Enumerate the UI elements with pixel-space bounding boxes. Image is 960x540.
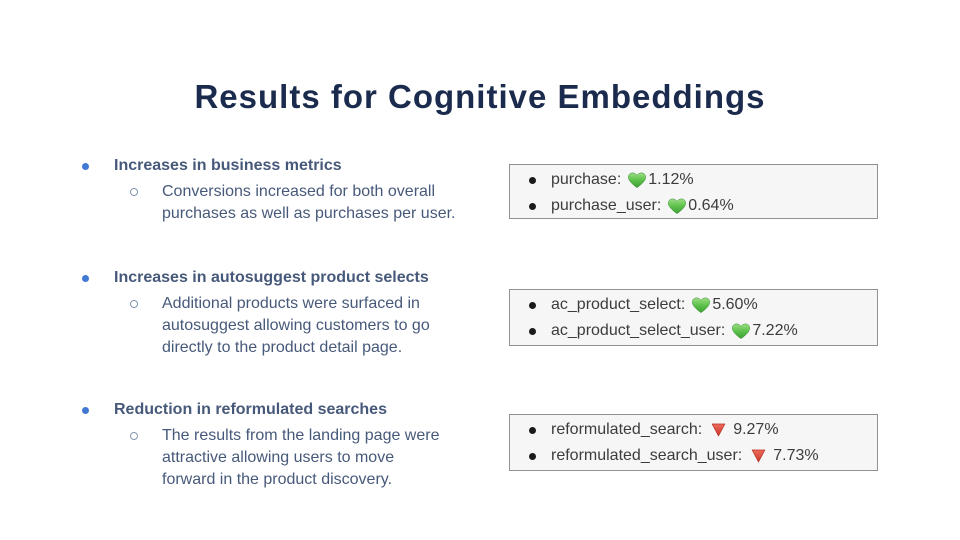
metric-label: ac_product_select: xyxy=(551,296,686,313)
green-heart-icon xyxy=(628,172,647,188)
metric-label: purchase_user: xyxy=(551,197,662,214)
list-bullet-icon xyxy=(529,176,536,184)
sub-bullet-row: The results from the landing page were a… xyxy=(80,425,512,491)
sub-bullet-text: Conversions increased for both overall p… xyxy=(162,183,456,222)
list-bullet-icon xyxy=(529,426,536,434)
sub-bullet-circle-icon xyxy=(130,300,138,308)
list-bullet-icon xyxy=(529,327,536,335)
metric-value: 7.73% xyxy=(773,447,819,464)
bullet-heading-row: Increases in autosuggest product selects xyxy=(80,267,512,289)
metric-box-reformulated-search: reformulated_search: 9.27% reformulated_… xyxy=(509,414,878,471)
metric-label: reformulated_search_user: xyxy=(551,447,743,464)
red-triangle-down-icon xyxy=(751,449,766,463)
metric-value: 9.27% xyxy=(733,421,779,438)
metric-box-ac-product-select: ac_product_select: 5.60% ac_product_sele… xyxy=(509,289,878,346)
metric-row: ac_product_select: 5.60% xyxy=(510,292,877,318)
green-heart-icon xyxy=(692,297,711,313)
bullet-heading-row: Reduction in reformulated searches xyxy=(80,399,512,421)
metric-label: purchase: xyxy=(551,171,622,188)
sub-bullet-row: Conversions increased for both overall p… xyxy=(80,181,512,225)
bullet-heading: Increases in business metrics xyxy=(114,157,342,174)
metric-row: purchase: 1.12% xyxy=(510,167,877,193)
sub-bullet-text: The results from the landing page were a… xyxy=(162,427,440,488)
metric-label: ac_product_select_user: xyxy=(551,322,726,339)
green-heart-icon xyxy=(732,323,751,339)
metric-value: 1.12% xyxy=(648,171,694,188)
slide-title: Results for Cognitive Embeddings xyxy=(194,78,766,115)
bullet-dot-icon xyxy=(82,274,89,282)
metric-label: reformulated_search: xyxy=(551,421,703,438)
metric-row: reformulated_search_user: 7.73% xyxy=(510,443,877,469)
sub-bullet-row: Additional products were surfaced in aut… xyxy=(80,293,512,359)
metric-row: reformulated_search: 9.27% xyxy=(510,417,877,443)
metric-value: 7.22% xyxy=(752,322,798,339)
sub-bullet-circle-icon xyxy=(130,188,138,196)
metric-value: 5.60% xyxy=(712,296,758,313)
red-triangle-down-icon xyxy=(711,423,726,437)
metric-value: 0.64% xyxy=(688,197,734,214)
sub-bullet-text: Additional products were surfaced in aut… xyxy=(162,295,430,356)
metric-row: purchase_user: 0.64% xyxy=(510,193,877,219)
sub-bullet-circle-icon xyxy=(130,432,138,440)
bullet-group-autosuggest-selects: Increases in autosuggest product selects… xyxy=(80,267,512,359)
bullet-heading-row: Increases in business metrics xyxy=(80,155,512,177)
bullet-heading: Increases in autosuggest product selects xyxy=(114,269,429,286)
metric-row: ac_product_select_user: 7.22% xyxy=(510,318,877,344)
bullet-heading: Reduction in reformulated searches xyxy=(114,401,387,418)
bullet-dot-icon xyxy=(82,162,89,170)
bullet-group-business-metrics: Increases in business metrics Conversion… xyxy=(80,155,512,225)
list-bullet-icon xyxy=(529,452,536,460)
list-bullet-icon xyxy=(529,301,536,309)
bullet-dot-icon xyxy=(82,406,89,414)
metric-box-purchase: purchase: 1.12% purchase_user: 0.64% xyxy=(509,164,878,219)
list-bullet-icon xyxy=(529,202,536,210)
green-heart-icon xyxy=(668,198,687,214)
bullet-group-reformulated-searches: Reduction in reformulated searches The r… xyxy=(80,399,512,491)
